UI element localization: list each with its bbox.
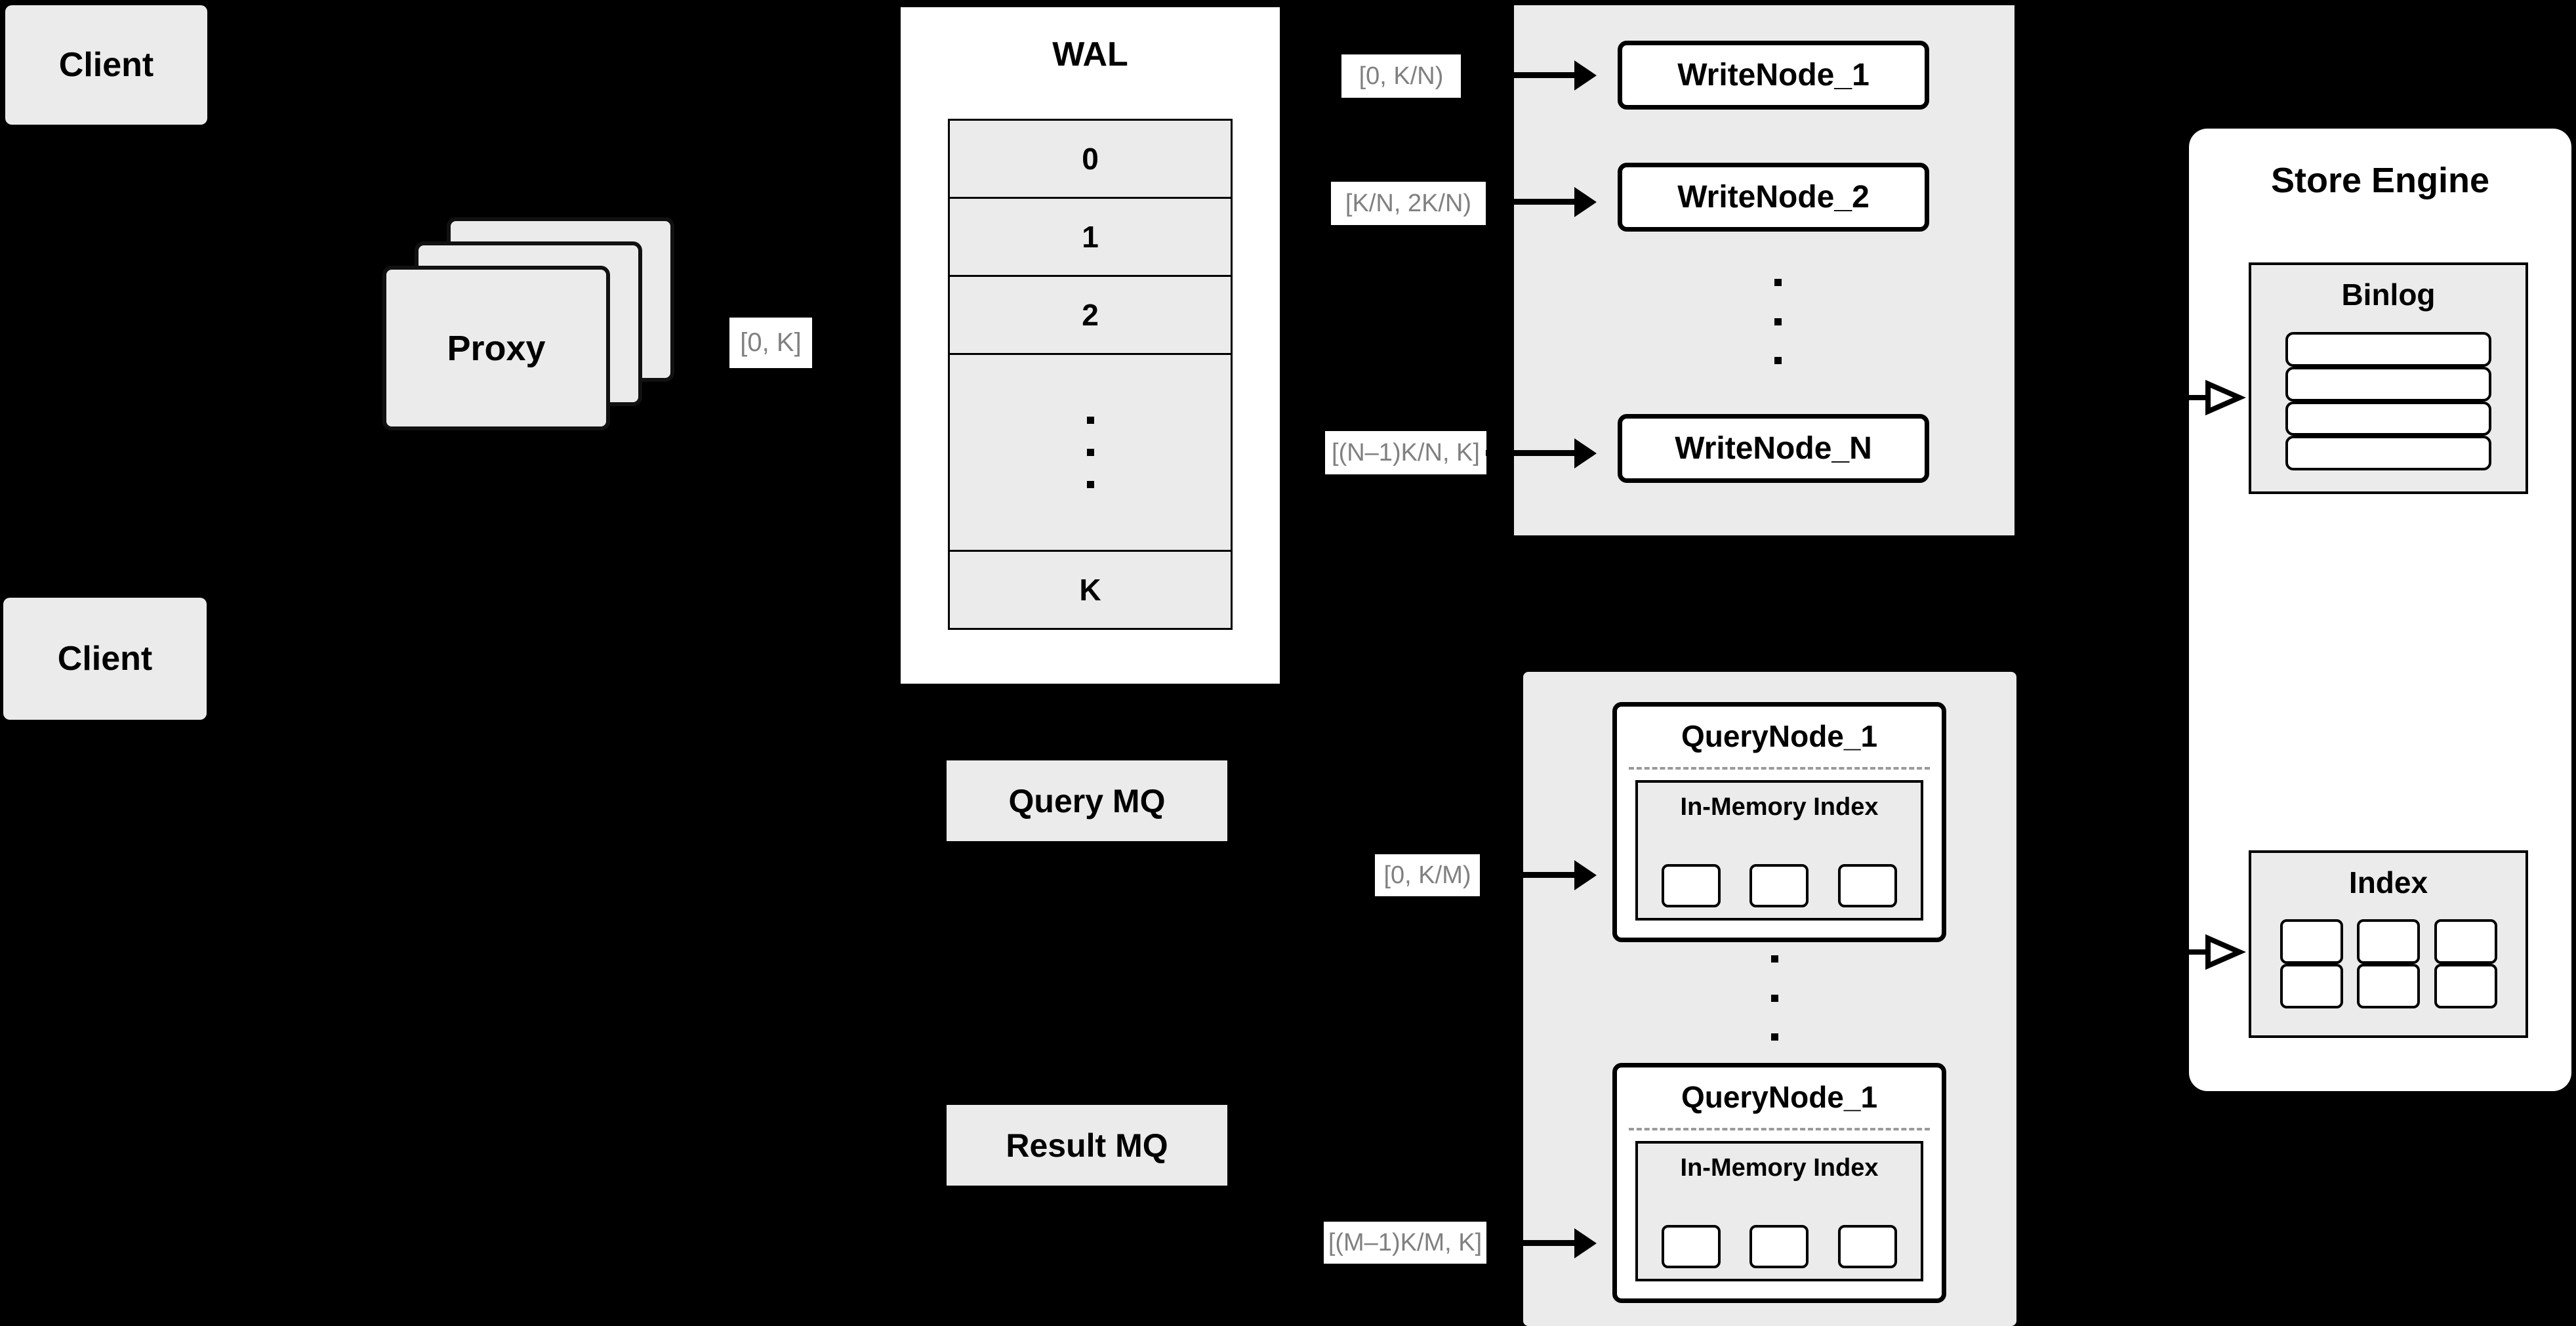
result-mq-label: Result MQ [1006, 1127, 1168, 1164]
range-label-querynode-m: [(M–1)K/M, K] [1324, 1222, 1486, 1264]
wal-row: K [950, 552, 1231, 628]
client-node-1[interactable]: Client [5, 5, 207, 125]
query-mq-label: Query MQ [1008, 782, 1166, 819]
in-memory-index-m-title: In-Memory Index [1680, 1154, 1879, 1182]
binlog-bars [2285, 332, 2491, 470]
ellipsis-dot [1086, 481, 1094, 488]
proxy-label: Proxy [447, 328, 546, 368]
arrow-head-querynode-m [1574, 1228, 1597, 1258]
arrow-head-writenode-1 [1574, 60, 1597, 91]
wal-title: WAL [1052, 35, 1128, 73]
binlog-title: Binlog [2341, 278, 2436, 312]
result-mq-node[interactable]: Result MQ [947, 1105, 1227, 1186]
wal-row: 0 [950, 121, 1231, 199]
query-node-1[interactable]: QueryNode_1 In-Memory Index [1612, 702, 1946, 942]
index-cell [2434, 964, 2497, 1009]
client-node-2-label: Client [57, 640, 153, 678]
binlog-bar [2285, 366, 2491, 402]
query-node-m[interactable]: QueryNode_1 In-Memory Index [1612, 1063, 1946, 1303]
binlog-bar [2285, 332, 2491, 367]
in-memory-index-1-title: In-Memory Index [1680, 793, 1879, 821]
index-cell [2280, 919, 2343, 964]
wal-row: 2 [950, 277, 1231, 355]
wal-row: 1 [950, 199, 1231, 277]
query-mq-node[interactable]: Query MQ [947, 760, 1227, 841]
in-memory-index-1-cells [1647, 864, 1912, 907]
query-node-m-label: QueryNode_1 [1681, 1080, 1878, 1114]
write-node-n-label: WriteNode_N [1675, 431, 1872, 466]
query-node-1-divider [1629, 767, 1930, 770]
query-cluster-ellipsis [1768, 955, 1781, 1041]
range-label-writenode-n: [(N–1)K/N, K] [1325, 431, 1486, 474]
write-node-2[interactable]: WriteNode_2 [1618, 163, 1929, 232]
write-cluster-ellipsis [1771, 279, 1784, 364]
ellipsis-dot [1770, 1033, 1778, 1041]
store-engine-panel: Store Engine Binlog Index [2189, 129, 2571, 1091]
ellipsis-dot [1774, 318, 1782, 325]
arrow-line-writenode-n [1486, 450, 1574, 456]
index-cell [1837, 1225, 1897, 1268]
arrow-head-writenode-2 [1574, 187, 1597, 217]
index-cell [1662, 864, 1721, 907]
range-label-writenode-1: [0, K/N) [1341, 54, 1461, 98]
ellipsis-dot [1774, 357, 1782, 364]
write-node-2-label: WriteNode_2 [1677, 180, 1870, 215]
range-label-querynode-1: [0, K/M) [1375, 854, 1480, 896]
wal-table: 0 1 2 K [948, 119, 1233, 630]
proxy-node[interactable]: Proxy [382, 266, 610, 430]
ellipsis-dot [1086, 449, 1094, 456]
index-grid [2266, 919, 2511, 1009]
write-node-1-label: WriteNode_1 [1677, 58, 1870, 93]
arrow-line-querynode-m [1486, 1240, 1574, 1246]
binlog-box: Binlog [2249, 262, 2528, 494]
index-title: Index [2348, 865, 2428, 900]
arrow-head-querynode-1 [1574, 860, 1597, 890]
query-node-1-label: QueryNode_1 [1681, 719, 1878, 753]
index-cell [1837, 864, 1897, 907]
index-cell [2434, 919, 2497, 964]
ellipsis-dot [1770, 994, 1778, 1002]
store-engine-title: Store Engine [2270, 161, 2490, 200]
range-label-writenode-2: [K/N, 2K/N) [1331, 182, 1486, 225]
index-grid-row [2266, 919, 2511, 964]
write-node-1[interactable]: WriteNode_1 [1618, 41, 1929, 110]
query-node-m-divider [1629, 1128, 1930, 1130]
index-cell [1749, 864, 1809, 907]
in-memory-index-m: In-Memory Index [1635, 1141, 1923, 1281]
wal-panel: WAL 0 1 2 K [897, 3, 1284, 688]
arrow-to-binlog [2171, 377, 2250, 418]
binlog-bar [2285, 401, 2491, 436]
arrow-line-writenode-2 [1486, 199, 1574, 205]
index-cell [2357, 919, 2420, 964]
in-memory-index-m-cells [1647, 1225, 1912, 1268]
index-cell [1749, 1225, 1809, 1268]
binlog-bar [2285, 436, 2491, 470]
arrow-line-querynode-1 [1480, 872, 1574, 878]
arrow-head-writenode-n [1574, 438, 1597, 468]
arrow-line-writenode-1 [1463, 72, 1574, 78]
client-node-2[interactable]: Client [3, 598, 207, 720]
index-cell [1662, 1225, 1721, 1268]
range-label-proxy-to-wal: [0, K] [729, 318, 812, 368]
client-node-1-label: Client [58, 46, 154, 84]
index-cell [2280, 964, 2343, 1009]
ellipsis-dot [1086, 417, 1094, 424]
index-cell [2357, 964, 2420, 1009]
arrow-to-index [2171, 932, 2250, 972]
wal-row-ellipsis [950, 355, 1231, 552]
index-box: Index [2249, 850, 2528, 1038]
index-grid-row [2266, 964, 2511, 1009]
write-node-n[interactable]: WriteNode_N [1618, 414, 1929, 483]
in-memory-index-1: In-Memory Index [1635, 780, 1923, 921]
ellipsis-dot [1770, 955, 1778, 963]
ellipsis-dot [1774, 279, 1782, 286]
